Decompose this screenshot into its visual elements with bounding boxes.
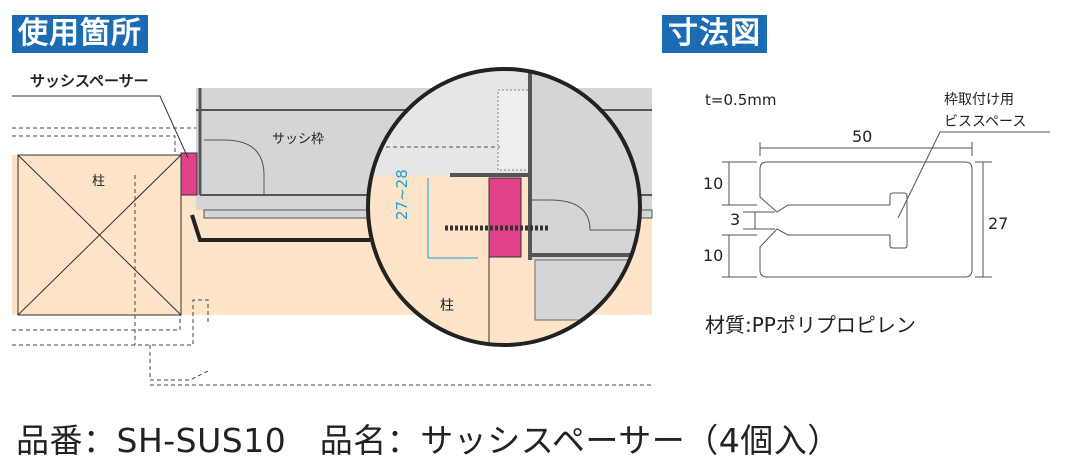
lower-label: 10 xyxy=(703,246,724,265)
usage-diagram xyxy=(12,67,653,386)
thickness-label: t=0.5mm xyxy=(705,91,777,109)
width-label: 50 xyxy=(852,127,873,146)
dimension-title: 寸法図 xyxy=(662,15,767,53)
spacer-label: サッシスペーサー xyxy=(30,72,149,90)
height-label: 27 xyxy=(988,214,1009,233)
upper-label: 10 xyxy=(703,174,724,193)
material-label: 材質:PPポリプロピレン xyxy=(705,313,916,337)
dimension-diagram xyxy=(722,131,1050,278)
range-label: 27~28 xyxy=(393,169,411,220)
zoom-pillar-label: 柱 xyxy=(440,298,454,314)
spacer-zoomed xyxy=(488,177,522,258)
gap-label: 3 xyxy=(730,210,741,229)
usage-title: 使用箇所 xyxy=(12,15,148,53)
screw-space-label-2: ビススペース xyxy=(944,114,1027,130)
screw-space-label-1: 枠取付け用 xyxy=(944,92,1014,108)
sash-spacer xyxy=(180,152,198,196)
frame-label: サッシ枠 xyxy=(272,132,325,147)
pillar-label: 柱 xyxy=(92,174,106,189)
product-line: 品番：SH-SUS10 品名：サッシスペーサー（4個入） xyxy=(16,421,841,460)
spacer-outline xyxy=(759,161,973,278)
